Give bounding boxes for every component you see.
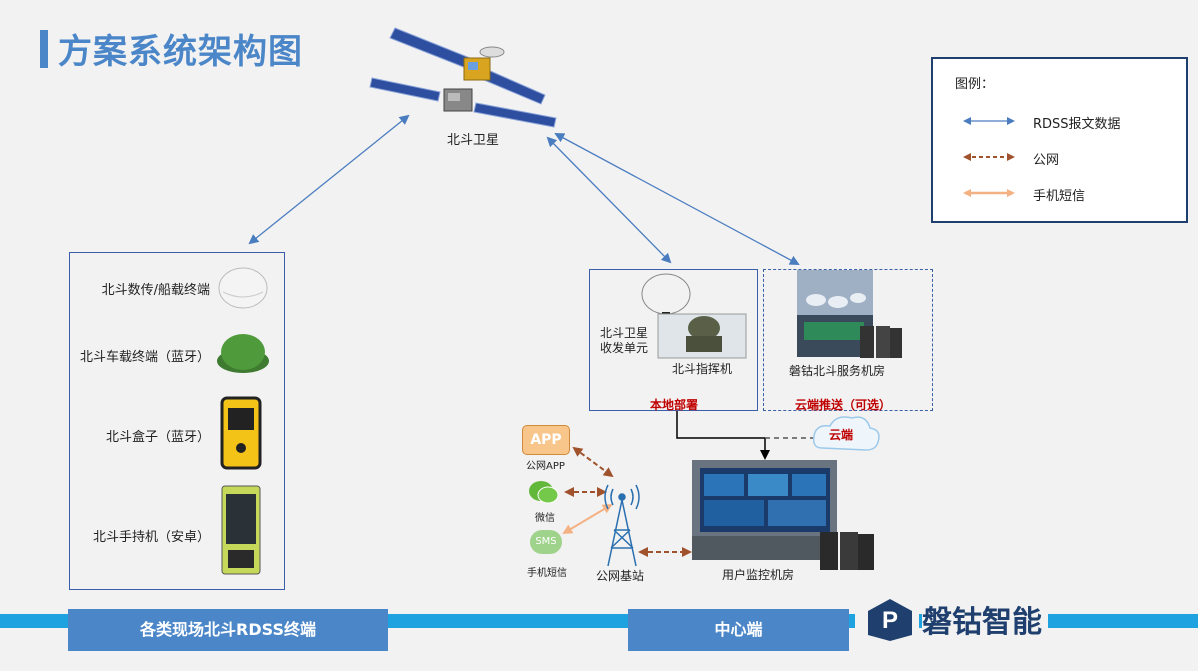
satellite-label: 北斗卫星 (447, 133, 500, 148)
terminal-label-box: 北斗盒子（蓝牙） (105, 430, 210, 445)
cloud-deploy-panel (763, 269, 933, 411)
terminals-footer-label: 各类现场北斗RDSS终端 (68, 609, 388, 651)
base-station-icon (604, 484, 640, 567)
transceiver-label: 北斗卫星 收发单元 (600, 326, 648, 356)
server-room-image (797, 270, 902, 358)
legend-label-public: 公网 (1033, 153, 1060, 168)
satellite-icon (369, 27, 557, 128)
cloud-label: 云端 (829, 428, 854, 442)
rdss-link-local (546, 136, 672, 264)
brand-logo-letter: P (882, 607, 898, 634)
cloud-room-label: 磐钴北斗服务机房 (789, 364, 886, 378)
app-icon: APP (522, 425, 570, 455)
rdss-link-cloud (554, 133, 800, 265)
sms-link (562, 503, 613, 535)
monitoring-room-label: 用户监控机房 (722, 568, 795, 582)
commander-label: 北斗指挥机 (672, 362, 733, 376)
title-accent-bar (40, 30, 48, 68)
wechat-icon (529, 481, 559, 504)
brand-logo-icon: P (868, 599, 912, 641)
sms-label: 手机短信 (527, 568, 567, 579)
terminals-panel (69, 252, 285, 590)
public-link-app (572, 446, 614, 478)
legend-panel: 图例： RDSS报文数据 公网 手机短信 (931, 57, 1188, 223)
command-machine-icon (657, 313, 747, 359)
center-footer-label: 中心端 (628, 609, 849, 651)
legend-swatches (963, 117, 1015, 197)
monitoring-room-image (692, 460, 874, 570)
terminal-label-ship: 北斗数传/船载终端 (101, 283, 210, 298)
rdss-link-terminals (248, 114, 410, 245)
local-deploy-tag: 本地部署 (650, 398, 699, 412)
transceiver-label-line1: 北斗卫星 (600, 326, 649, 340)
vehicle-terminal-icon (217, 334, 269, 373)
transceiver-label-line2: 收发单元 (600, 341, 649, 355)
local-deploy-panel (589, 269, 758, 411)
terminal-label-vehicle: 北斗车载终端（蓝牙） (79, 350, 210, 365)
legend-label-sms: 手机短信 (1033, 189, 1086, 204)
cloud-deploy-tag: 云端推送（可选） (795, 398, 892, 412)
ship-terminal-icon (218, 267, 268, 309)
sms-icon: SMS (530, 530, 562, 554)
cloud-icon (812, 416, 880, 451)
app-label: 公网APP (526, 461, 565, 472)
wechat-label: 微信 (535, 513, 555, 524)
base-station-label: 公网基站 (596, 569, 645, 583)
local-devices (641, 273, 747, 359)
local-to-center-line (676, 411, 770, 460)
legend-title: 图例： (955, 77, 995, 92)
beidou-box-icon (220, 396, 262, 470)
page-title: 方案系统架构图 (58, 32, 303, 72)
handheld-phone-icon (221, 485, 261, 575)
terminal-devices (217, 267, 269, 575)
brand-name: 磐钴智能 (922, 597, 1048, 641)
terminal-label-handheld: 北斗手持机（安卓） (92, 530, 210, 545)
legend-label-rdss: RDSS报文数据 (1033, 117, 1121, 132)
